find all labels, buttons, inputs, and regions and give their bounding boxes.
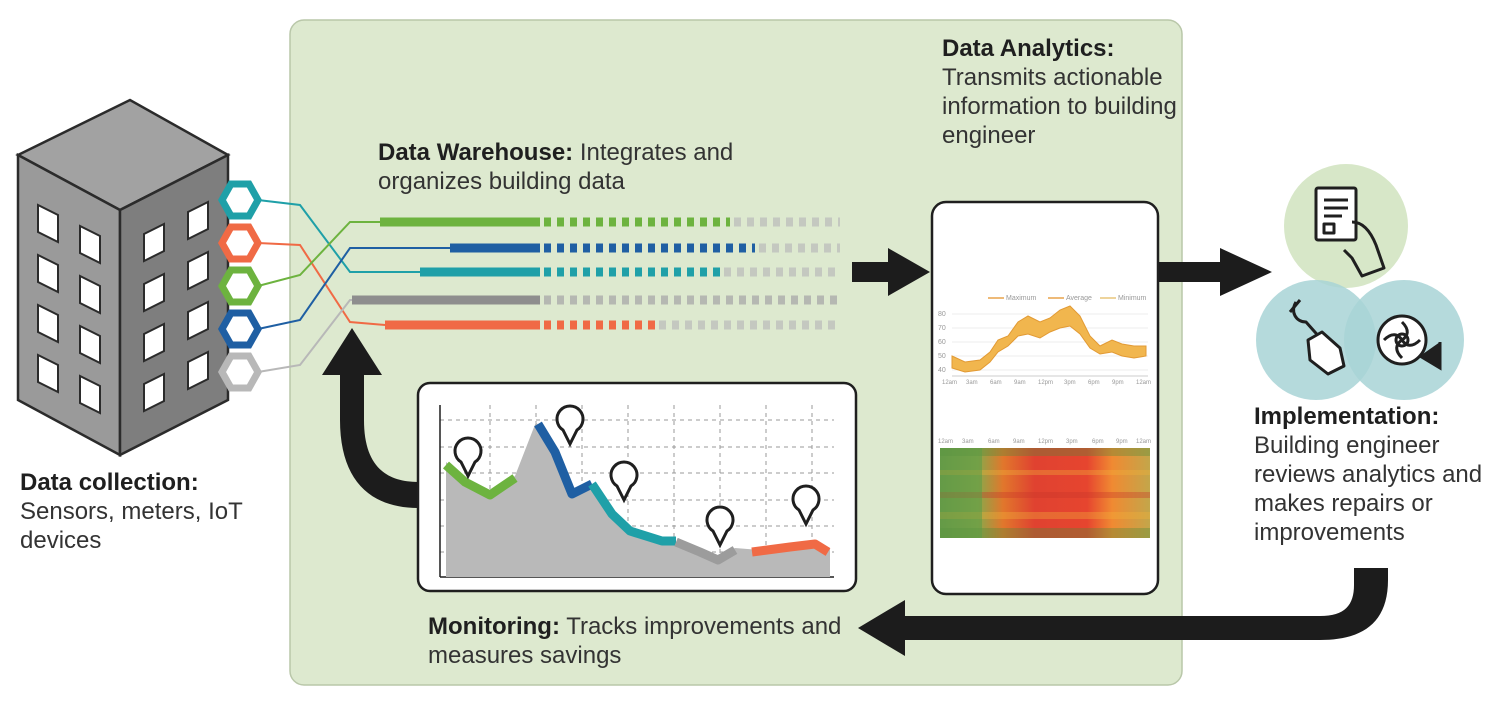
pin-icon-2 bbox=[555, 404, 585, 448]
x-tick-6: 6pm bbox=[1088, 380, 1100, 386]
heat-x-tick-5: 3pm bbox=[1066, 439, 1078, 445]
fan-gear-icon bbox=[1376, 314, 1442, 371]
heat-x-tick-1: 3am bbox=[962, 439, 974, 445]
sensor-hexagons bbox=[217, 180, 263, 392]
monitoring-chart bbox=[416, 381, 858, 593]
data-collection-label: Data collection: Sensors, meters, IoT de… bbox=[20, 468, 260, 555]
warehouse-streams bbox=[352, 217, 840, 330]
sensor-hex-gray bbox=[217, 352, 263, 392]
pin-icon-1 bbox=[453, 436, 483, 480]
monitoring-title: Monitoring: bbox=[428, 613, 560, 640]
sensor-hex-blue bbox=[217, 309, 263, 349]
location-pin-icons bbox=[453, 404, 821, 549]
heat-x-tick-2: 6am bbox=[988, 439, 1000, 445]
monitoring-text: Tracks improvements and measures savings bbox=[428, 613, 842, 669]
legend-average: Average bbox=[1066, 295, 1092, 302]
data-analytics-text: Transmits actionable information to buil… bbox=[942, 64, 1177, 149]
wrench-hand-icon bbox=[1288, 299, 1346, 376]
y-tick-50: 50 bbox=[938, 353, 946, 360]
x-tick-0: 12am bbox=[942, 380, 957, 386]
x-tick-5: 3pm bbox=[1064, 380, 1076, 386]
data-collection-title: Data collection: bbox=[20, 469, 199, 496]
heat-x-tick-4: 12pm bbox=[1038, 439, 1053, 445]
data-collection-text: Sensors, meters, IoT devices bbox=[20, 498, 243, 554]
data-warehouse-title: Data Warehouse: bbox=[378, 139, 574, 166]
analytics-tablet: Maximum Average Minimum 80 70 60 50 40 bbox=[930, 200, 1160, 596]
data-warehouse-text: Integrates and organizes building data bbox=[378, 139, 734, 195]
implementation-title: Implementation: bbox=[1254, 403, 1440, 430]
heat-x-tick-8: 12am bbox=[1136, 439, 1151, 445]
heat-x-tick-6: 6pm bbox=[1092, 439, 1104, 445]
arrow-to-analytics bbox=[852, 248, 930, 296]
pin-icon-4 bbox=[705, 505, 735, 549]
data-analytics-title: Data Analytics: bbox=[942, 35, 1115, 62]
y-tick-60: 60 bbox=[938, 339, 946, 346]
legend-maximum: Maximum bbox=[1006, 295, 1037, 302]
sensor-hex-orange bbox=[217, 223, 263, 263]
monitoring-label: Monitoring: Tracks improvements and meas… bbox=[428, 612, 868, 670]
y-tick-40: 40 bbox=[938, 367, 946, 374]
pin-icon-5 bbox=[791, 484, 821, 528]
flow-arrows bbox=[322, 248, 1388, 656]
heat-x-tick-7: 9pm bbox=[1116, 439, 1128, 445]
mini-line-chart: Maximum Average Minimum 80 70 60 50 40 bbox=[938, 295, 1151, 386]
building-icon bbox=[15, 98, 231, 458]
sensor-hex-teal bbox=[217, 180, 263, 220]
x-tick-7: 9pm bbox=[1112, 380, 1124, 386]
heat-x-tick-3: 9am bbox=[1013, 439, 1025, 445]
sensor-hex-green bbox=[217, 266, 263, 306]
legend-minimum: Minimum bbox=[1118, 295, 1147, 302]
sensor-connectors bbox=[257, 199, 450, 373]
x-tick-3: 9am bbox=[1014, 380, 1026, 386]
mini-heatmap: 12am 3am 6am 9am 12pm 3pm 6pm 9pm 12am bbox=[938, 439, 1151, 538]
implementation-text: Building engineer reviews analytics and … bbox=[1254, 432, 1483, 546]
y-tick-70: 70 bbox=[938, 325, 946, 332]
heat-x-tick-0: 12am bbox=[938, 439, 953, 445]
arrow-to-implementation bbox=[1134, 248, 1272, 296]
implementation-label: Implementation: Building engineer review… bbox=[1254, 402, 1492, 547]
data-warehouse-label: Data Warehouse: Integrates and organizes… bbox=[378, 138, 758, 196]
data-analytics-label: Data Analytics: Transmits actionable inf… bbox=[942, 34, 1177, 150]
implementation-venn bbox=[1256, 164, 1464, 400]
arrow-to-monitoring bbox=[858, 568, 1388, 656]
x-tick-4: 12pm bbox=[1038, 380, 1053, 386]
x-tick-1: 3am bbox=[966, 380, 978, 386]
pin-icon-3 bbox=[609, 460, 639, 504]
document-in-hand-icon bbox=[1314, 186, 1386, 278]
y-tick-80: 80 bbox=[938, 311, 946, 318]
x-tick-2: 6am bbox=[990, 380, 1002, 386]
arrow-to-warehouse bbox=[322, 328, 418, 508]
x-tick-8: 12am bbox=[1136, 380, 1151, 386]
